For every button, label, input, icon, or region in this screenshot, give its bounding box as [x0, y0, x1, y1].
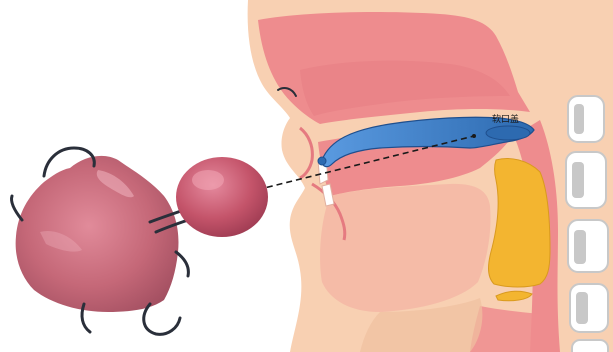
wire-clasp-left	[11, 196, 22, 220]
vertebra-5	[572, 340, 608, 352]
vertebra-1	[568, 96, 604, 142]
soft-palate-label: 软口盖	[492, 113, 519, 125]
wire-clasp-bottom-right	[144, 304, 180, 334]
resin-bulb-body	[176, 157, 268, 237]
palatal-lift-appliance-photo	[11, 148, 194, 334]
resin-bulb-highlight	[192, 170, 224, 190]
vertebra-1-inner	[574, 104, 584, 134]
soft-palate-tip	[486, 126, 530, 140]
resin-base-plate	[16, 156, 179, 312]
soft-palate-anchor	[318, 157, 326, 165]
wire-tail	[176, 252, 188, 276]
vertebra-4	[570, 284, 608, 332]
pharynx-region	[489, 159, 551, 288]
head-profile-illustration	[248, 0, 613, 352]
vertebra-3-inner	[574, 230, 586, 264]
resin-bulb	[176, 157, 268, 237]
vertebra-2-inner	[572, 162, 584, 198]
vertebra-4-inner	[576, 292, 588, 324]
cervical-vertebrae	[566, 96, 608, 352]
